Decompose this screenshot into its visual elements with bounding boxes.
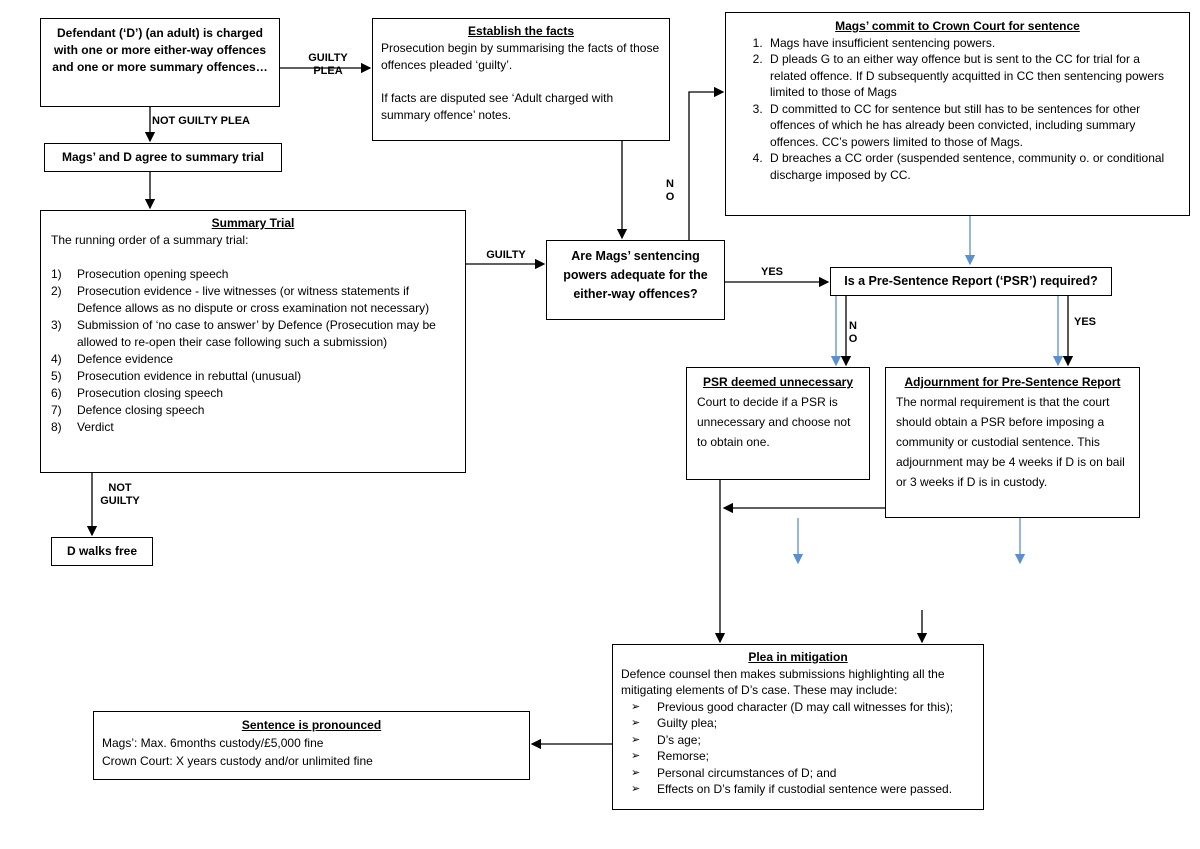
label-no-psr: N O: [848, 320, 858, 345]
item-number: 2): [51, 284, 62, 298]
walks-free-text: D walks free: [66, 544, 138, 558]
label-guilty: GUILTY: [486, 249, 526, 261]
psr-required-text: Is a Pre-Sentence Report (‘PSR’) require…: [844, 274, 1098, 288]
item-number: 7): [51, 403, 62, 417]
item-number: 3): [51, 318, 62, 332]
sentence-box: Sentence is pronounced Mags’: Max. 6mont…: [93, 711, 530, 780]
item-text: Prosecution closing speech: [77, 386, 224, 400]
summary-trial-item: 4) Defence evidence: [51, 351, 455, 368]
commit-item: D committed to CC for sentence but still…: [766, 101, 1179, 151]
sentence-line-crown: Crown Court: X years custody and/or unli…: [102, 754, 373, 768]
psr-required-box: Is a Pre-Sentence Report (‘PSR’) require…: [830, 267, 1112, 296]
defendant-box: Defendant (‘D’) (an adult) is charged wi…: [40, 18, 280, 107]
establish-facts-title: Establish the facts: [467, 24, 575, 38]
summary-trial-title: Summary Trial: [211, 216, 295, 230]
mitigation-item: D’s age;: [631, 732, 975, 749]
commit-crown-court-box: Mags’ commit to Crown Court for sentence…: [725, 12, 1190, 216]
summary-trial-item: 2) Prosecution evidence - live witnesses …: [51, 283, 455, 317]
summary-trial-item: 8) Verdict: [51, 419, 455, 436]
psr-unnecessary-title: PSR deemed unnecessary: [702, 375, 854, 389]
item-text: Submission of ‘no case to answer’ by Def…: [77, 318, 436, 349]
label-not-guilty-plea: NOT GUILTY PLEA: [152, 115, 250, 127]
arrow-no-commit: [688, 86, 725, 240]
item-text: Prosecution evidence in rebuttal (unusua…: [77, 369, 302, 383]
psr-unnecessary-box: PSR deemed unnecessary Court to decide i…: [686, 367, 870, 480]
commit-item: D pleads G to an either way offence but …: [766, 51, 1179, 101]
sentence-title: Sentence is pronounced: [241, 718, 382, 732]
label-yes-psr: YES: [1073, 316, 1096, 328]
adjournment-title: Adjournment for Pre-Sentence Report: [904, 375, 1121, 389]
item-number: 5): [51, 369, 62, 383]
mitigation-item: Guilty plea;: [631, 715, 975, 732]
mitigation-item: Previous good character (D may call witn…: [631, 699, 975, 716]
item-text: Prosecution evidence - live witnesses (o…: [77, 284, 430, 315]
summary-trial-item: 6) Prosecution closing speech: [51, 385, 455, 402]
mitigation-item: Personal circumstances of D; and: [631, 765, 975, 782]
establish-facts-text-2: If facts are disputed see ‘Adult charged…: [381, 91, 614, 122]
item-text: Verdict: [77, 420, 114, 434]
plea-mitigation-intro: Defence counsel then makes submissions h…: [621, 666, 945, 698]
label-no-top: N O: [665, 178, 675, 203]
item-number: 6): [51, 386, 62, 400]
adjournment-text: The normal requirement is that the court…: [896, 395, 1125, 489]
plea-mitigation-title: Plea in mitigation: [748, 650, 848, 664]
psr-unnecessary-text: Court to decide if a PSR is unnecessary …: [697, 395, 851, 449]
commit-item: Mags have insufficient sentencing powers…: [766, 35, 1179, 52]
item-text: Prosecution opening speech: [77, 267, 229, 281]
item-number: 1): [51, 267, 62, 281]
label-not-guilty: NOT GUILTY: [100, 482, 140, 507]
agree-summary-trial-box: Mags’ and D agree to summary trial: [44, 143, 282, 172]
label-guilty-plea: GUILTY PLEA: [308, 52, 348, 77]
powers-adequate-text: Are Mags’ sentencing powers adequate for…: [563, 249, 708, 301]
commit-crown-court-title: Mags’ commit to Crown Court for sentence: [835, 19, 1080, 33]
summary-trial-box: Summary Trial The running order of a sum…: [40, 210, 466, 473]
establish-facts-text-1: Prosecution begin by summarising the fac…: [381, 41, 660, 72]
mitigation-item: Remorse;: [631, 748, 975, 765]
summary-trial-list: 1) Prosecution opening speech 2) Prosecuti…: [51, 266, 455, 436]
item-number: 8): [51, 420, 62, 434]
sentence-line-mags: Mags’: Max. 6months custody/£5,000 fine: [102, 736, 324, 750]
summary-trial-item: 5) Prosecution evidence in rebuttal (unus…: [51, 368, 455, 385]
walks-free-box: D walks free: [51, 537, 153, 566]
summary-trial-item: 3) Submission of ‘no case to answer’ by D…: [51, 317, 455, 351]
mitigation-item: Effects on D’s family if custodial sente…: [631, 781, 975, 798]
item-number: 4): [51, 352, 62, 366]
plea-mitigation-list: Previous good character (D may call witn…: [621, 699, 975, 798]
establish-facts-box: Establish the facts Prosecution begin by…: [372, 18, 670, 141]
summary-trial-intro: The running order of a summary trial:: [51, 233, 249, 247]
adjournment-box: Adjournment for Pre-Sentence Report The …: [885, 367, 1140, 518]
label-yes-mid: YES: [760, 266, 783, 278]
commit-item: D breaches a CC order (suspended sentenc…: [766, 150, 1179, 183]
powers-adequate-box: Are Mags’ sentencing powers adequate for…: [546, 240, 725, 320]
item-text: Defence closing speech: [77, 403, 205, 417]
item-text: Defence evidence: [77, 352, 174, 366]
summary-trial-item: 7) Defence closing speech: [51, 402, 455, 419]
summary-trial-item: 1) Prosecution opening speech: [51, 266, 455, 283]
defendant-text: Defendant (‘D’) (an adult) is charged wi…: [52, 26, 268, 74]
agree-summary-trial-text: Mags’ and D agree to summary trial: [61, 150, 265, 164]
plea-mitigation-box: Plea in mitigation Defence counsel then …: [612, 644, 984, 810]
